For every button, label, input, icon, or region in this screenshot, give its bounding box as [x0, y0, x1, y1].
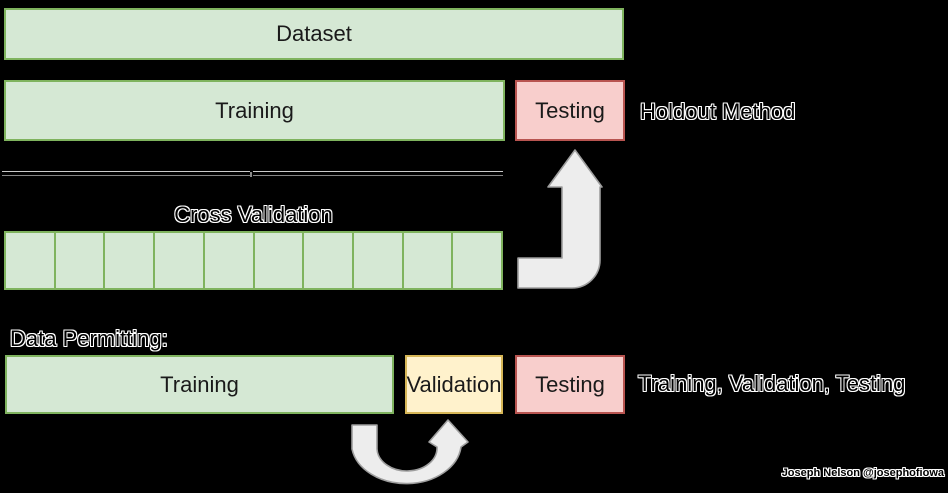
bent-up-arrow-icon	[517, 149, 603, 289]
fold-cell	[354, 233, 404, 288]
training-split-label: Training	[160, 371, 239, 397]
testing-split-label: Testing	[535, 371, 605, 397]
testing-holdout-label: Testing	[535, 97, 605, 123]
training-box-split: Training	[5, 355, 394, 414]
fold-cell	[105, 233, 156, 288]
fold-cell	[404, 233, 454, 288]
divider-line-left	[2, 171, 250, 176]
cross-validation-label-wrap: Cross Validation	[4, 202, 503, 228]
training-box-holdout: Training	[4, 80, 505, 141]
fold-cell	[453, 233, 501, 288]
fold-cell	[255, 233, 305, 288]
divider-tick	[250, 172, 252, 177]
cross-validation-bar	[4, 231, 503, 290]
fold-cell	[6, 233, 56, 288]
holdout-method-label: Holdout Method	[640, 99, 796, 124]
fold-cell	[56, 233, 106, 288]
validation-label: Validation	[406, 371, 502, 397]
data-permitting-label: Data Permitting:	[10, 326, 168, 351]
fold-cell	[155, 233, 205, 288]
cross-validation-label: Cross Validation	[174, 202, 333, 227]
u-turn-up-arrow-icon	[351, 419, 469, 485]
divider-line-right	[253, 171, 503, 176]
testing-box-split: Testing	[515, 355, 625, 414]
training-holdout-label: Training	[215, 97, 294, 123]
credit-text: Joseph Nelson @josephofiowa	[781, 467, 944, 479]
validation-box: Validation	[405, 355, 503, 414]
fold-cell	[205, 233, 255, 288]
fold-cell	[304, 233, 354, 288]
dataset-label: Dataset	[276, 21, 352, 46]
testing-box-holdout: Testing	[515, 80, 625, 141]
split-method-label: Training, Validation, Testing	[638, 371, 906, 396]
dataset-box: Dataset	[4, 8, 624, 60]
